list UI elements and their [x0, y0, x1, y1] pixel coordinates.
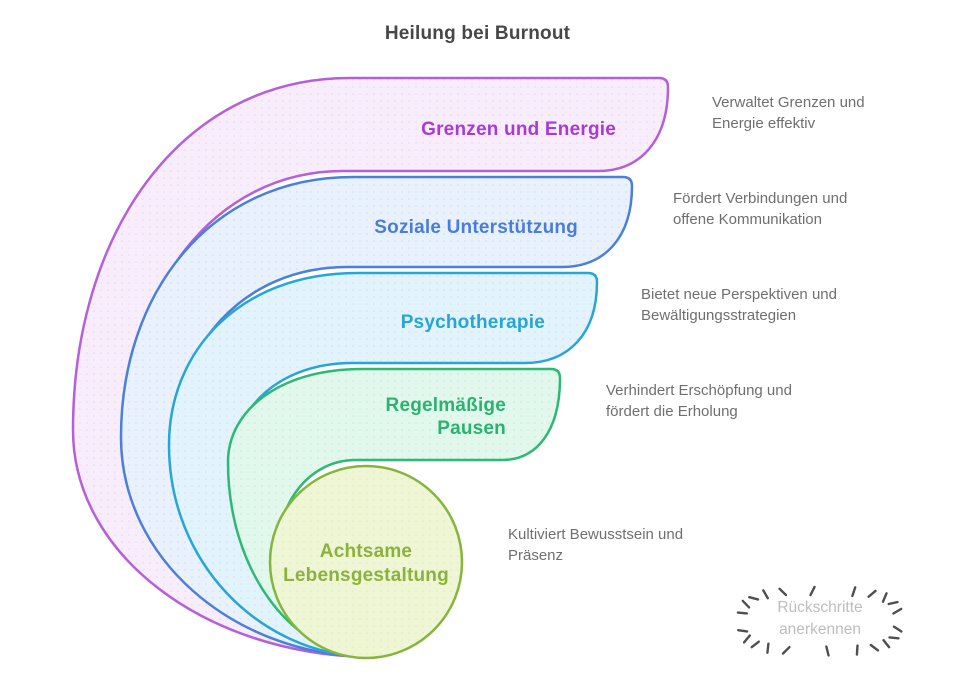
layer-label-line: Psychotherapie — [400, 312, 545, 333]
layer-label-line: Grenzen und Energie — [421, 119, 616, 140]
annotation-line: Präsenz — [508, 547, 564, 564]
burst-dash — [881, 592, 888, 603]
layer-label-line: Soziale Unterstützung — [374, 217, 578, 238]
annotation-psychotherapie: Bietet neue Perspektiven und Bewältigung… — [641, 284, 837, 326]
layer-label-line: Pausen — [437, 418, 506, 439]
layer-label-achtsame-lebensgestaltung: Achtsame Lebensgestaltung — [216, 540, 516, 588]
burst-dash — [882, 639, 891, 649]
annotation-achtsame-lebensgestaltung: Kultiviert Bewusstsein und Präsenz — [508, 524, 683, 566]
burst-dash — [762, 589, 769, 600]
annotation-line: fördert die Erholung — [606, 403, 738, 420]
diagram-title: Heilung bei Burnout — [384, 23, 571, 44]
burst-dash — [851, 586, 857, 598]
annotation-line: Verwaltet Grenzen und — [712, 94, 865, 111]
burst-dash — [736, 611, 748, 615]
layer-shape-4 — [268, 464, 464, 660]
annotation-line: Bewältigungsstrategien — [641, 307, 797, 324]
burst-text: Rückschritte anerkennen — [728, 597, 912, 641]
burst-dash — [867, 589, 877, 598]
burst-dash — [741, 599, 751, 609]
annotation-line: Energie effektiv — [712, 115, 816, 132]
burst-dash — [748, 596, 760, 601]
burst-dash — [825, 645, 830, 657]
burst-dash — [766, 642, 770, 654]
burst-dash — [736, 629, 749, 633]
annotation-grenzen-und-energie: Verwaltet Grenzen und Energie effektiv — [712, 92, 865, 134]
burst-dash — [888, 636, 900, 640]
layer-label-soziale-unterstuetzung: Soziale Unterstützung — [374, 216, 578, 239]
burst-dashes — [736, 585, 903, 657]
burst-text-line: anerkennen — [779, 621, 861, 638]
layer-label-psychotherapie: Psychotherapie — [401, 311, 545, 334]
layer-label-grenzen-und-energie: Grenzen und Energie — [421, 118, 616, 141]
layer-label-line: Lebensgestaltung — [283, 565, 449, 586]
burst-dash — [750, 640, 760, 649]
burst-dash — [892, 607, 903, 615]
burst-dash — [781, 645, 791, 655]
burst-dash — [869, 643, 880, 652]
burst-dash — [778, 587, 788, 597]
annotation-line: Fördert Verbindungen und — [673, 190, 848, 207]
burst-dash — [855, 644, 859, 656]
layer-label-regelmaessige-pausen: Regelmäßige Pausen — [386, 394, 506, 440]
burst-dash — [809, 585, 816, 597]
annotation-line: offene Kommunikation — [673, 211, 822, 228]
burst-dash — [892, 625, 903, 633]
annotation-line: Kultiviert Bewusstsein und — [508, 526, 684, 543]
burst-text-line: Rückschritte — [777, 599, 863, 616]
annotation-line: Bietet neue Perspektiven und — [641, 286, 837, 303]
layer-label-line: Achtsame — [319, 541, 413, 562]
burst-rueckschritte-anerkennen: Rückschritte anerkennen — [728, 581, 912, 661]
annotation-soziale-unterstuetzung: Fördert Verbindungen und offene Kommunik… — [673, 188, 847, 230]
annotation-line: Verhindert Erschöpfung und — [606, 382, 792, 399]
burst-dash — [887, 600, 899, 606]
burst-dash — [742, 634, 751, 644]
layer-label-line: Regelmäßige — [385, 395, 506, 416]
annotation-regelmaessige-pausen: Verhindert Erschöpfung und fördert die E… — [606, 380, 792, 422]
